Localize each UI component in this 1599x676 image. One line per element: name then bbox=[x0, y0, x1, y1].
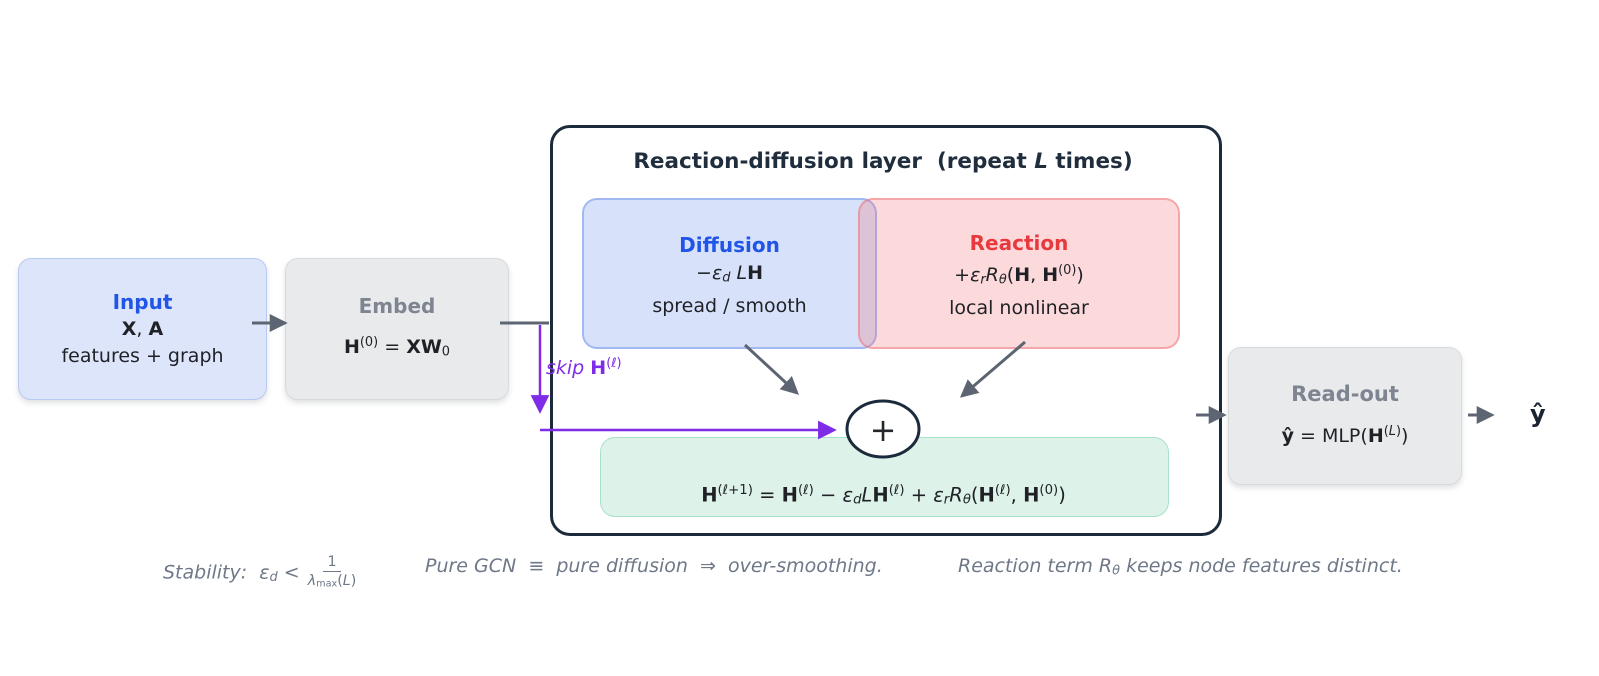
readout-title: Read-out bbox=[1291, 382, 1399, 407]
reaction-title: Reaction bbox=[969, 230, 1069, 255]
readout-box: Read-out ŷ = MLP(H(L)) bbox=[1228, 347, 1462, 485]
diffusion-formula: −εd LH bbox=[696, 261, 763, 286]
readout-formula: ŷ = MLP(H(L)) bbox=[1281, 424, 1409, 448]
caption-reaction-term: Reaction term Rθ keeps node features dis… bbox=[958, 555, 1403, 579]
reaction-caption: local nonlinear bbox=[949, 297, 1089, 320]
caption-pure-gcn: Pure GCN ≡ pure diffusion ⇒ over-smoothi… bbox=[425, 555, 883, 577]
diffusion-caption: spread / smooth bbox=[652, 295, 807, 318]
input-symbols: X, A bbox=[121, 317, 164, 340]
embed-box: Embed H(0) = XW0 bbox=[285, 258, 509, 400]
reaction-box: Reaction +εrRθ(H, H(0)) local nonlinear bbox=[858, 198, 1180, 349]
input-caption: features + graph bbox=[61, 344, 224, 367]
embed-formula: H(0) = XW0 bbox=[343, 334, 451, 360]
skip-arrow-label: skip H(ℓ) bbox=[546, 356, 622, 380]
update-formula: H(ℓ+1) = H(ℓ) − εdLH(ℓ) + εrRθ(H(ℓ), H(0… bbox=[701, 483, 1066, 508]
input-title: Input bbox=[112, 289, 173, 314]
diffusion-title: Diffusion bbox=[679, 232, 780, 257]
reaction-formula: +εrRθ(H, H(0)) bbox=[954, 262, 1084, 288]
input-box: Input X, A features + graph bbox=[18, 258, 267, 400]
layer-title: Reaction-diffusion layer (repeat L times… bbox=[633, 149, 1133, 174]
diffusion-box: Diffusion −εd LH spread / smooth bbox=[582, 198, 877, 349]
reaction-diffusion-layer-box bbox=[550, 125, 1222, 536]
output-label: ŷ bbox=[1530, 400, 1546, 428]
embed-title: Embed bbox=[358, 293, 436, 318]
